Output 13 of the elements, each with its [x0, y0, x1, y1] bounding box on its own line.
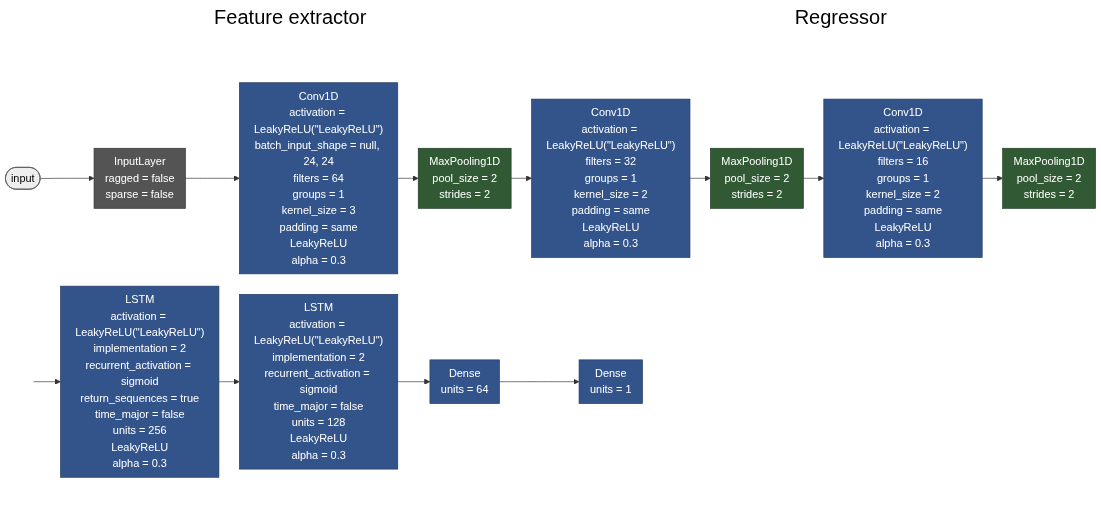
- node-box: MaxPooling1D pool_size = 2 strides = 2: [1002, 147, 1096, 209]
- node-box: MaxPooling1D pool_size = 2 strides = 2: [710, 147, 804, 209]
- node-box: LSTM activation = LeakyReLU("LeakyReLU") implementation = 2 recurrent_activation = sigmoid time_major = false units = 128 LeakyReLU alpha = 0.3: [239, 294, 399, 470]
- node-box: MaxPooling1D pool_size = 2 strides = 2: [417, 147, 512, 209]
- section-heading: Regressor: [794, 5, 887, 29]
- node-box: Dense units = 1: [578, 359, 643, 404]
- node-box: LSTM activation = LeakyReLU("LeakyReLU") implementation = 2 recurrent_activation = sigmoid return_sequences = true time_major = false units = 256 LeakyReLU alpha = 0.3: [60, 285, 220, 478]
- node-box: Conv1D activation = LeakyReLU("LeakyReLU") batch_input_shape = null, 24, 24 filters = 64 groups = 1 kernel_size = 3 padding = same LeakyReLU alpha = 0.3: [239, 82, 399, 275]
- node-box: Conv1D activation = LeakyReLU("LeakyReLU") filters = 16 groups = 1 kernel_size = 2 padding = same LeakyReLU alpha = 0.3: [823, 98, 983, 258]
- node-box: InputLayer ragged = false sparse = false: [93, 147, 186, 209]
- section-heading: Feature extractor: [214, 5, 367, 29]
- node-box: Conv1D activation = LeakyReLU("LeakyReLU") filters = 32 groups = 1 kernel_size = 2 padding = same LeakyReLU alpha = 0.3: [531, 98, 691, 258]
- node-box: Dense units = 64: [429, 359, 500, 404]
